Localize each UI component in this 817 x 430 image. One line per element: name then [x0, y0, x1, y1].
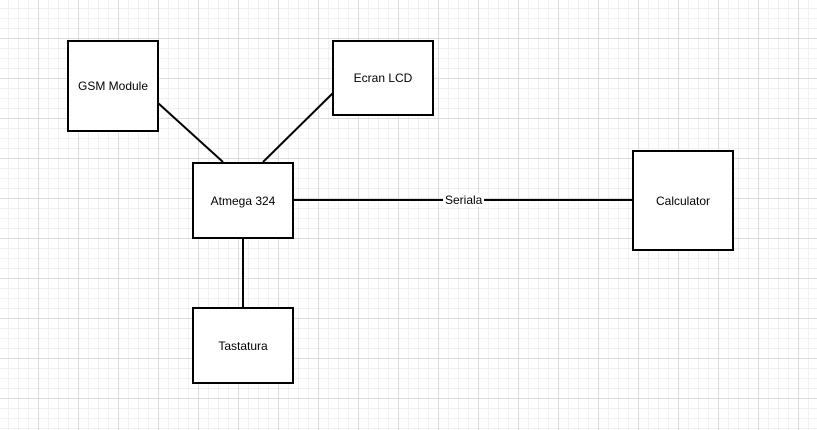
node-tastatura-label: Tastatura: [218, 338, 268, 353]
connector-lcd-mcu: [262, 92, 334, 163]
connector-gsm-mcu: [157, 102, 224, 163]
node-ecran-lcd[interactable]: Ecran LCD: [332, 40, 434, 116]
node-gsm-module[interactable]: GSM Module: [67, 40, 159, 132]
node-calculator[interactable]: Calculator: [632, 150, 734, 251]
node-calculator-label: Calculator: [655, 193, 711, 208]
node-ecran-lcd-label: Ecran LCD: [353, 71, 413, 85]
node-gsm-module-label: GSM Module: [77, 79, 149, 93]
node-atmega-324[interactable]: Atmega 324: [192, 162, 294, 239]
node-atmega-324-label: Atmega 324: [210, 193, 276, 208]
edge-label-seriala: Seriala: [443, 193, 485, 207]
node-tastatura[interactable]: Tastatura: [192, 307, 294, 384]
